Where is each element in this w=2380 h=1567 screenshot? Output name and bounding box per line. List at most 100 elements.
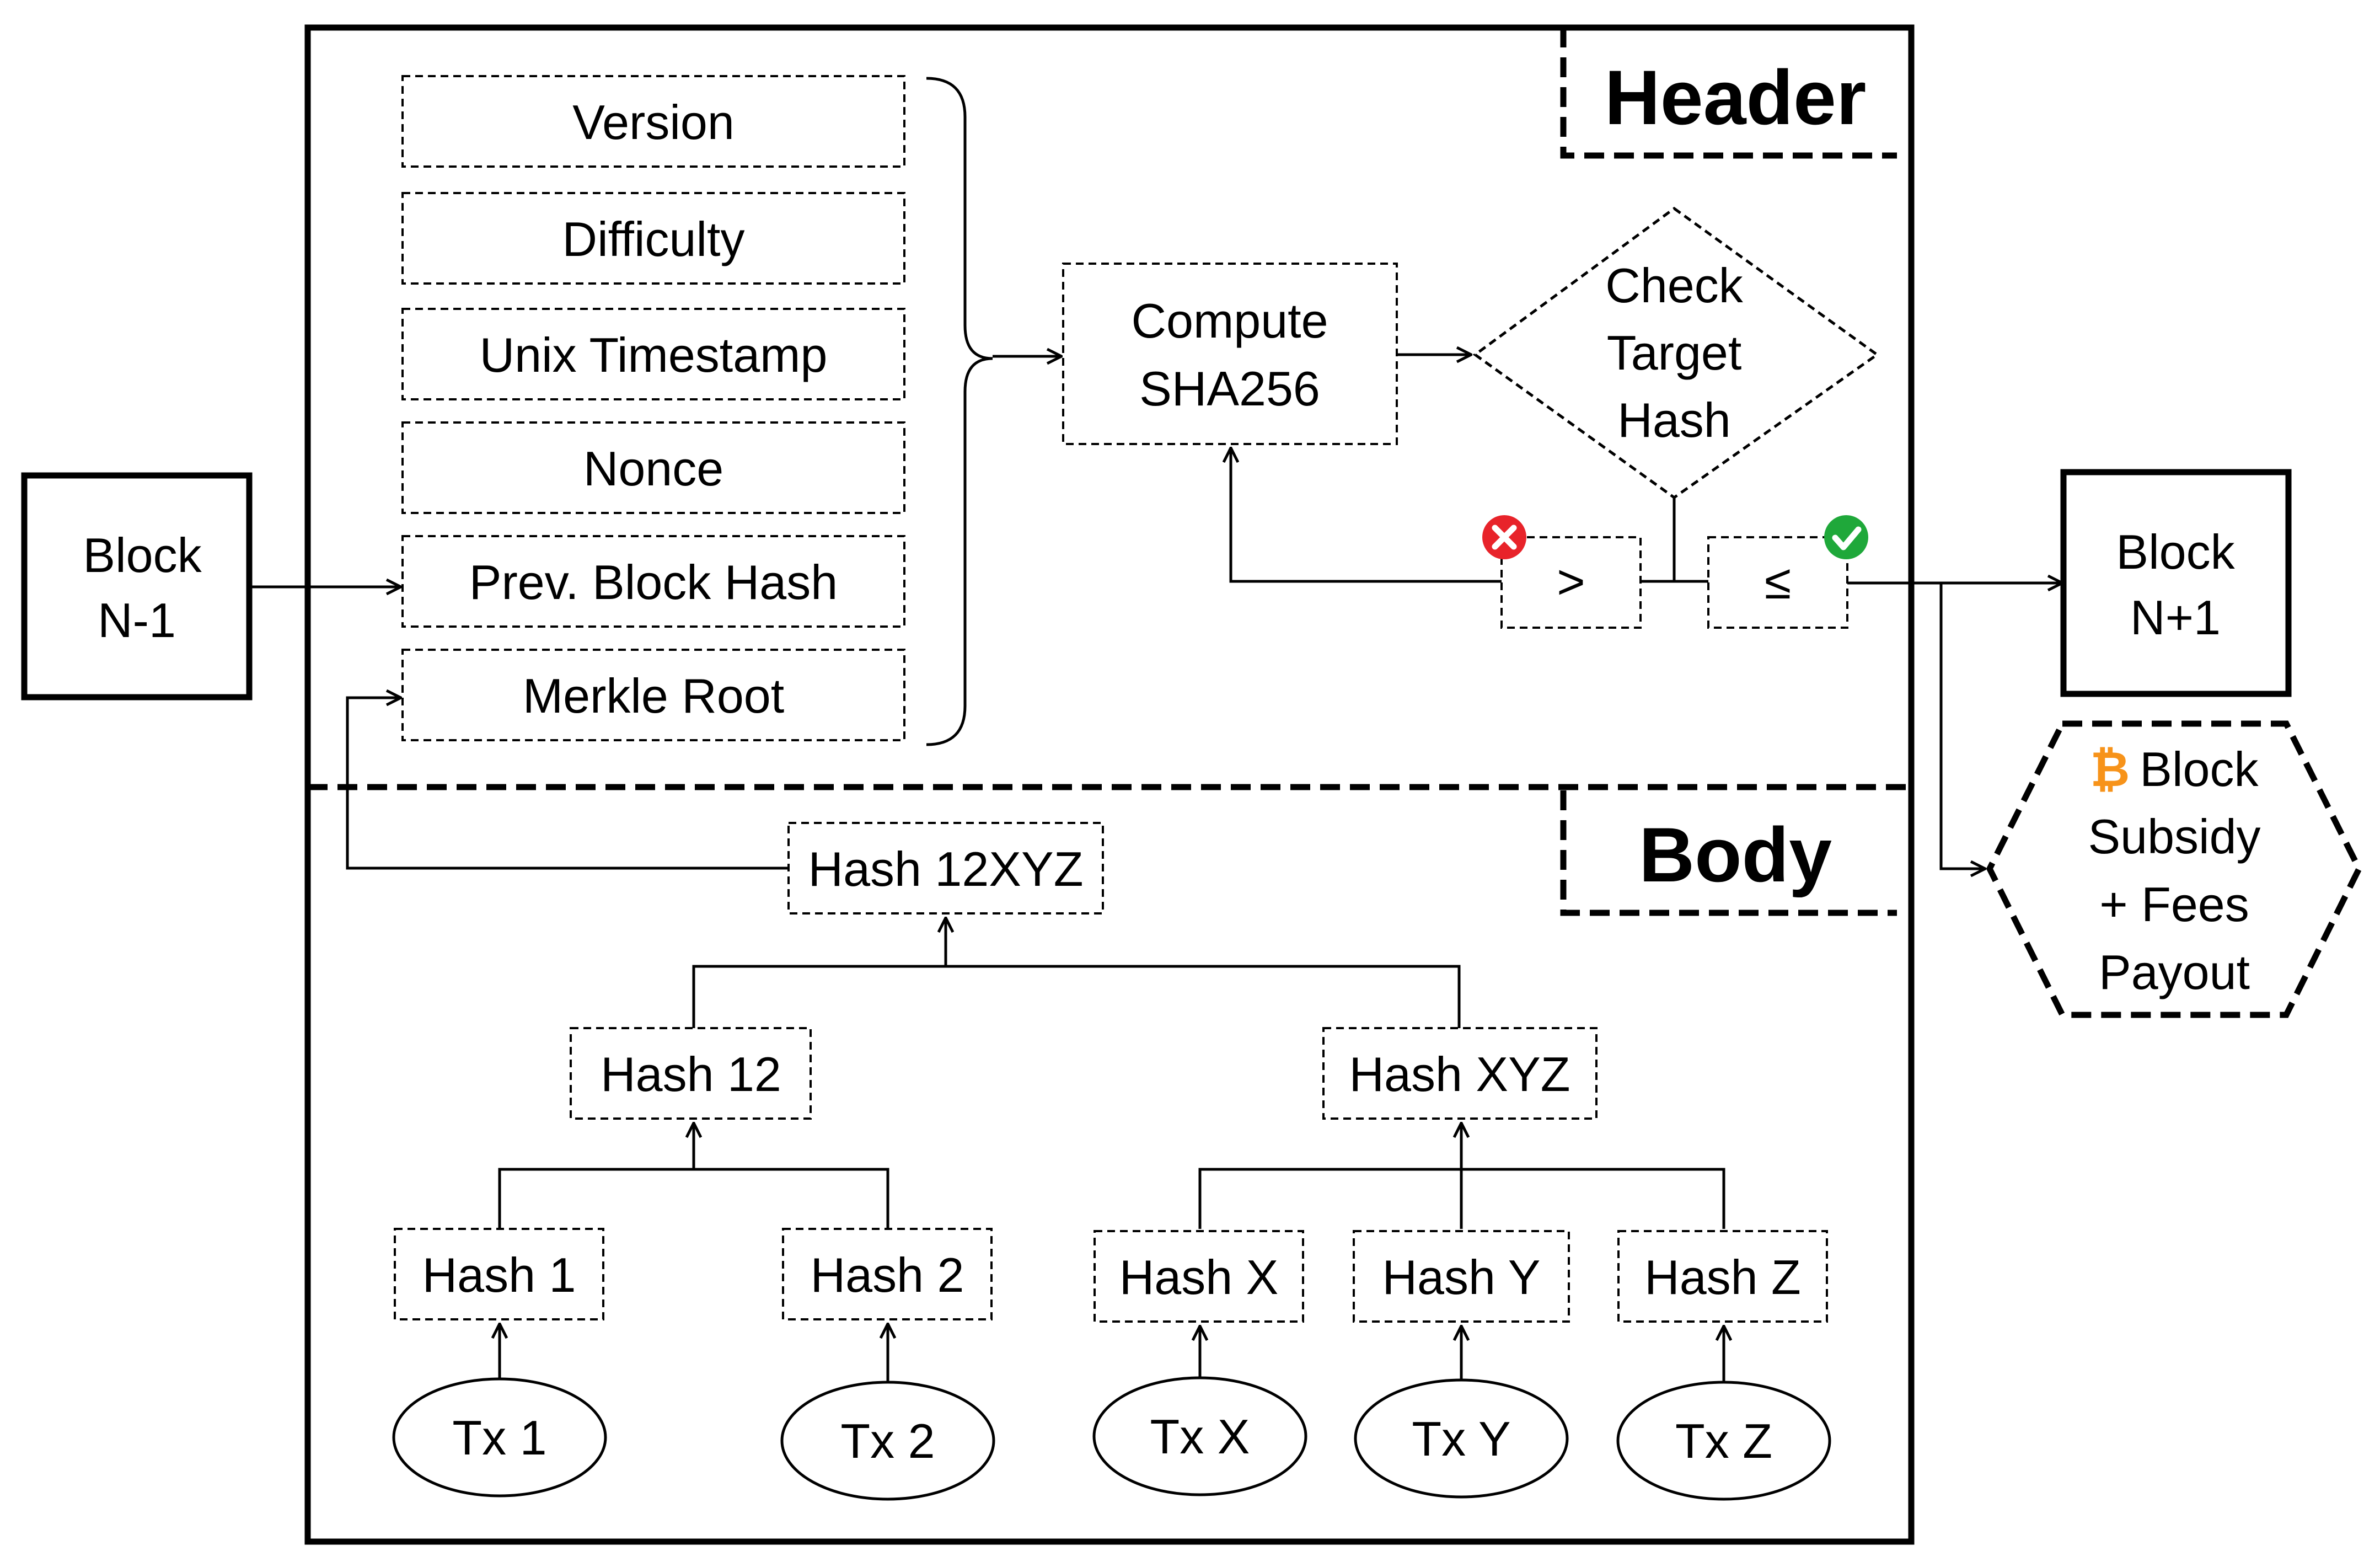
field-difficulty: Difficulty	[401, 192, 905, 285]
tx-x-label: Tx X	[1150, 1409, 1250, 1464]
hash-2-label: Hash 2	[811, 1248, 964, 1302]
check-label-line3: Hash	[1617, 393, 1730, 447]
field-unix-timestamp-box	[401, 308, 905, 400]
check-circle-icon-bg	[1824, 515, 1868, 559]
tx-x-node: Tx X	[1092, 1376, 1307, 1496]
pass-to-payout-arrow	[1939, 583, 1985, 869]
hash-z-label: Hash Z	[1644, 1250, 1801, 1304]
bitcoin-icon: ₿	[2090, 742, 2130, 796]
merkle-root-node: Hash 12XYZ	[787, 822, 1104, 914]
pass-label: ≤	[1765, 554, 1791, 609]
hash-y-label: Hash Y	[1382, 1250, 1541, 1304]
next-block-label-line1: Block	[2116, 525, 2235, 579]
payout-line3: + Fees	[2099, 877, 2249, 932]
header-title: Header	[1605, 54, 1867, 141]
prev-block-box	[21, 472, 253, 700]
hash-12-box	[570, 1027, 812, 1120]
field-version: Version	[401, 75, 905, 168]
field-nonce-box	[401, 421, 905, 514]
hash-2-box	[782, 1228, 993, 1320]
hash-x-node: Hash X	[1093, 1230, 1304, 1323]
hash-12-node: Hash 12	[570, 1027, 812, 1120]
tx-y-ellipse	[1354, 1378, 1569, 1499]
field-nonce: Nonce	[401, 421, 905, 514]
retry-loop-arrow	[1231, 448, 1502, 583]
pass-box	[1707, 536, 1848, 629]
merkle-root-node-box	[787, 822, 1104, 914]
hash-1-label: Hash 1	[422, 1248, 576, 1302]
fail-label: >	[1557, 554, 1585, 609]
hash-xyz-box	[1322, 1027, 1598, 1120]
x-circle-icon-mark	[1492, 525, 1517, 550]
compute-label-line2: SHA256	[1139, 361, 1320, 416]
tx-y-label: Tx Y	[1412, 1411, 1510, 1466]
hash-xyz-label: Hash XYZ	[1349, 1047, 1570, 1101]
x-circle-icon	[1482, 515, 1526, 559]
body-title: Body	[1639, 811, 1832, 898]
hash-z-node: Hash Z	[1617, 1230, 1828, 1323]
check-label-line1: Check	[1605, 258, 1743, 313]
next-block: Block N+1	[2060, 469, 2292, 697]
check-circle-icon-mark	[1832, 526, 1862, 550]
hash-x-label: Hash X	[1119, 1250, 1279, 1304]
payout: ₿Block Subsidy + Fees Payout	[1986, 720, 2363, 1018]
compute-sha256-box	[1062, 263, 1398, 445]
payout-line2: Subsidy	[2088, 809, 2260, 864]
hash-12-label: Hash 12	[601, 1047, 781, 1101]
fail-branch: >	[1482, 515, 1642, 629]
compute-sha256: Compute SHA256	[1062, 263, 1398, 445]
check-circle-icon	[1824, 515, 1868, 559]
next-block-box	[2060, 469, 2292, 697]
tx-1-node: Tx 1	[392, 1377, 607, 1498]
hash-y-box	[1353, 1230, 1570, 1323]
tx-z-node: Tx Z	[1616, 1381, 1831, 1501]
field-unix-timestamp-label: Unix Timestamp	[480, 328, 828, 382]
payout-line1: ₿Block	[2090, 742, 2259, 796]
field-unix-timestamp: Unix Timestamp	[401, 308, 905, 400]
field-prev-block-hash: Prev. Block Hash	[401, 535, 905, 628]
root-to-merkle-field-arrow	[346, 698, 789, 870]
tx-2-node: Tx 2	[780, 1381, 995, 1501]
hash-1-box	[394, 1228, 604, 1320]
merkle-root-node-label: Hash 12XYZ	[808, 842, 1084, 896]
fail-box	[1500, 536, 1642, 629]
tx-1-label: Tx 1	[452, 1410, 546, 1465]
field-merkle-root-label: Merkle Root	[523, 668, 784, 723]
compute-label-line1: Compute	[1131, 293, 1328, 348]
field-nonce-label: Nonce	[583, 441, 723, 496]
hash-x-box	[1093, 1230, 1304, 1323]
header-title-frame	[1560, 28, 1897, 159]
root-children-connector	[692, 965, 1461, 1028]
payout-line4: Payout	[2099, 945, 2250, 999]
fields-brace	[926, 77, 993, 746]
field-merkle-root-box	[401, 649, 905, 741]
hash-1-node: Hash 1	[394, 1228, 604, 1320]
next-block-label-line2: N+1	[2130, 590, 2221, 645]
field-difficulty-box	[401, 192, 905, 285]
tx-y-node: Tx Y	[1354, 1378, 1569, 1499]
payout-hexagon	[1986, 720, 2363, 1018]
prev-block: Block N-1	[21, 472, 253, 700]
hash-xyz-node: Hash XYZ	[1322, 1027, 1598, 1120]
payout-line1-text: Block	[2140, 742, 2259, 796]
hash-2-node: Hash 2	[782, 1228, 993, 1320]
tx-1-ellipse	[392, 1377, 607, 1498]
body-title-frame	[1560, 790, 1897, 916]
tx-2-label: Tx 2	[840, 1414, 935, 1468]
field-version-label: Version	[572, 95, 735, 149]
tx-2-ellipse	[780, 1381, 995, 1501]
hash-z-box	[1617, 1230, 1828, 1323]
check-target-hash: Check Target Hash	[1472, 206, 1880, 500]
prev-block-label-line2: N-1	[98, 593, 176, 648]
prev-block-label-line1: Block	[83, 528, 202, 582]
field-prev-block-hash-box	[401, 535, 905, 628]
tx-z-ellipse	[1616, 1381, 1831, 1501]
hash-y-node: Hash Y	[1353, 1230, 1570, 1323]
check-label-line2: Target	[1607, 325, 1742, 380]
header-fields: Version Difficulty Unix Timestamp Nonce …	[401, 75, 905, 741]
field-merkle-root: Merkle Root	[401, 649, 905, 741]
hash-12-children-connector	[498, 1168, 889, 1229]
field-prev-block-hash-label: Prev. Block Hash	[469, 555, 838, 609]
tx-x-ellipse	[1092, 1376, 1307, 1496]
